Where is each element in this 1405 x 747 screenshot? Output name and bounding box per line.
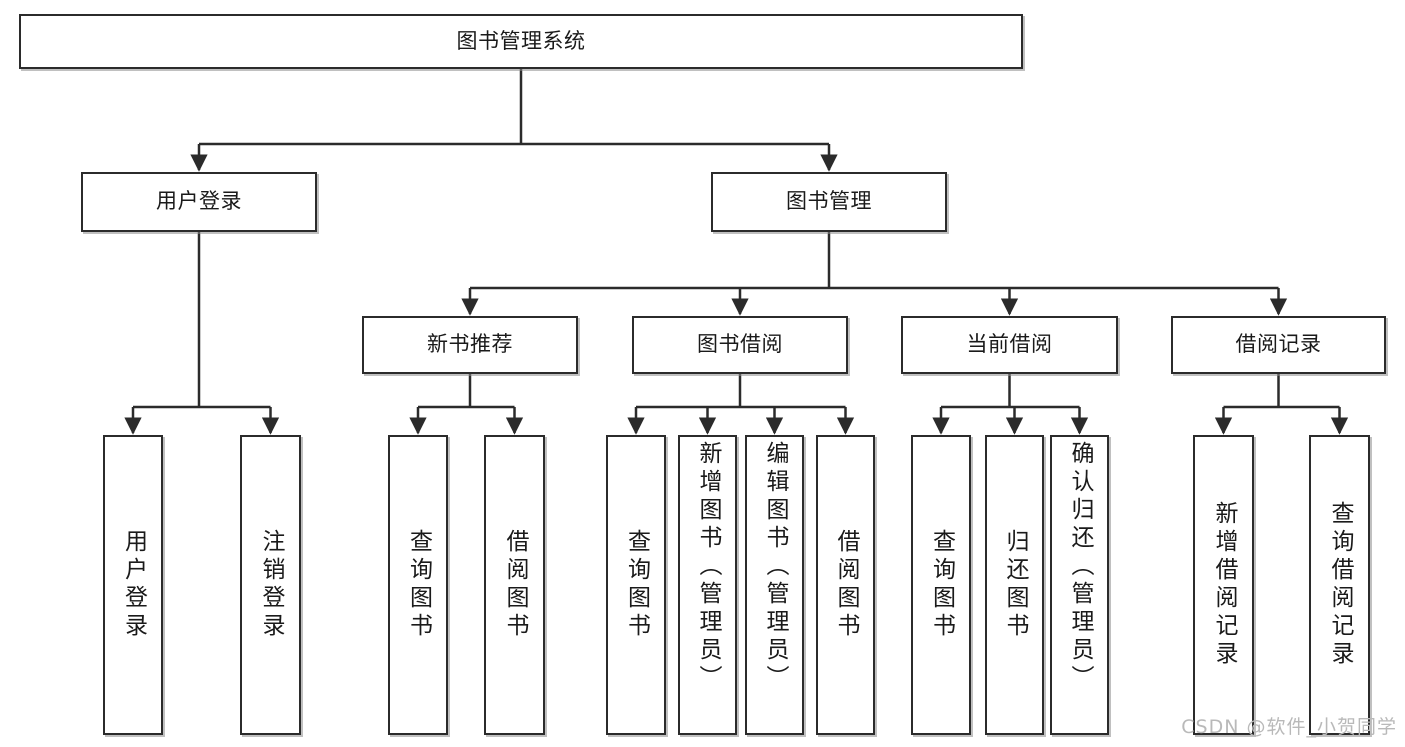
node-leaf-bk-borrow[interactable]: 借阅图书 (816, 435, 875, 735)
node-label: 图书管理 (786, 189, 872, 214)
node-borrow[interactable]: 图书借阅 (632, 316, 848, 374)
node-records[interactable]: 借阅记录 (1171, 316, 1386, 374)
node-label: 查询图书 (623, 529, 650, 641)
node-label: 借阅图书 (833, 529, 859, 641)
node-label: 用户登录 (120, 529, 147, 641)
node-label: 查询图书 (928, 529, 955, 641)
node-label: 借阅记录 (1235, 332, 1322, 357)
node-label: 归还图书 (1002, 529, 1028, 641)
node-leaf-bk-edit[interactable]: 编辑图书（管理员） (745, 435, 804, 735)
node-label: 查询借阅记录 (1327, 501, 1353, 669)
node-newbook[interactable]: 新书推荐 (362, 316, 578, 374)
node-current[interactable]: 当前借阅 (901, 316, 1118, 374)
node-label: 当前借阅 (966, 332, 1053, 357)
node-label: 编辑图书（管理员） (762, 441, 788, 693)
node-leaf-nb-borrow[interactable]: 借阅图书 (484, 435, 545, 735)
node-label: 新书推荐 (427, 332, 513, 357)
node-leaf-cur-return[interactable]: 归还图书 (985, 435, 1044, 735)
node-leaf-user-login[interactable]: 用户登录 (103, 435, 163, 735)
node-label: 借阅图书 (502, 529, 528, 641)
node-label: 图书管理系统 (456, 28, 586, 53)
node-leaf-rec-query[interactable]: 查询借阅记录 (1309, 435, 1370, 735)
node-label: 新增借阅记录 (1211, 501, 1237, 669)
node-leaf-nb-query[interactable]: 查询图书 (388, 435, 448, 735)
node-leaf-rec-add[interactable]: 新增借阅记录 (1193, 435, 1254, 735)
node-leaf-cur-query[interactable]: 查询图书 (911, 435, 971, 735)
node-label: 新增图书（管理员） (695, 441, 721, 693)
node-leaf-bk-add[interactable]: 新增图书（管理员） (678, 435, 737, 735)
node-leaf-bk-query[interactable]: 查询图书 (606, 435, 666, 735)
node-leaf-cur-confirm[interactable]: 确认归还（管理员） (1050, 435, 1109, 735)
node-label: 注销登录 (258, 529, 284, 641)
node-login[interactable]: 用户登录 (81, 172, 317, 232)
node-label: 确认归还（管理员） (1067, 441, 1093, 693)
node-label: 图书借阅 (697, 332, 783, 357)
node-label: 查询图书 (405, 529, 432, 641)
node-leaf-user-logout[interactable]: 注销登录 (240, 435, 301, 735)
node-label: 用户登录 (156, 189, 242, 214)
node-root[interactable]: 图书管理系统 (19, 14, 1023, 69)
node-bookmgmt[interactable]: 图书管理 (711, 172, 947, 232)
